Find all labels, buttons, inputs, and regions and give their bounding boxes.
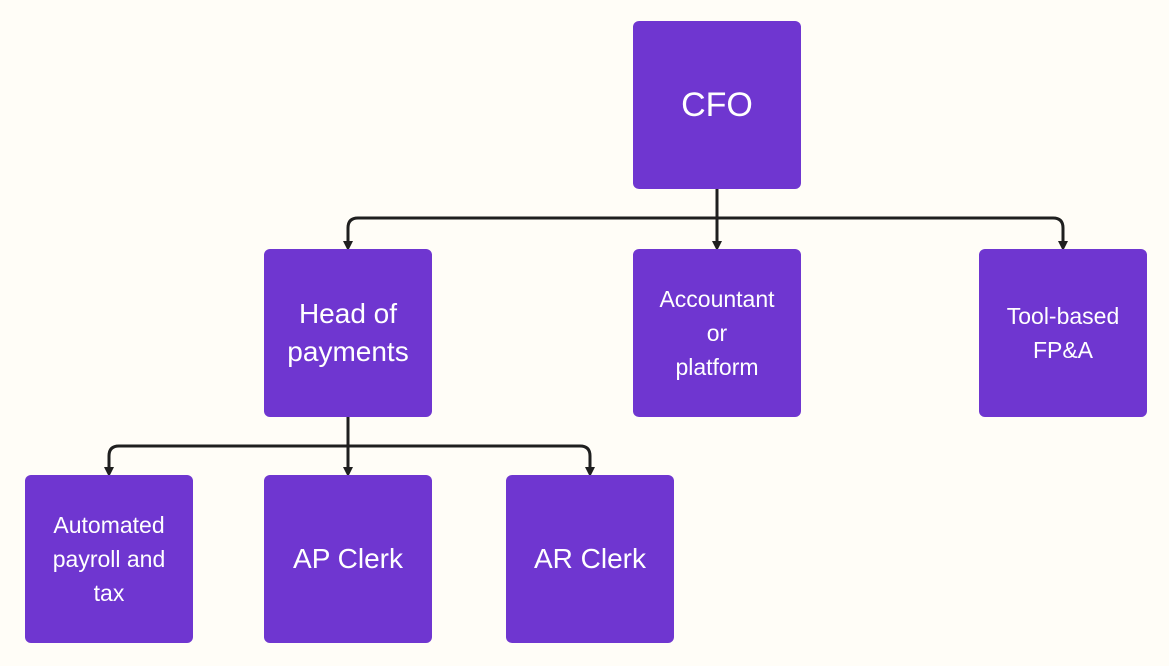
node-head-of-payments: Head of payments xyxy=(264,249,432,417)
node-automated-payroll-and-tax: Automated payroll and tax xyxy=(25,475,193,643)
connector-head-to-ar-clerk xyxy=(346,444,595,477)
connector-head-to-automated-payroll xyxy=(104,444,350,477)
node-tool-based-fpa-label: Tool-based FP&A xyxy=(1006,303,1120,363)
node-accountant-or-platform: Accountant or platform xyxy=(633,249,801,417)
node-automated-payroll-and-tax-label: Automated payroll and tax xyxy=(52,512,166,606)
node-cfo: CFO xyxy=(633,21,801,189)
node-ap-clerk: AP Clerk xyxy=(264,475,432,643)
node-ar-clerk-label: AR Clerk xyxy=(533,543,646,574)
node-ar-clerk: AR Clerk xyxy=(506,475,674,643)
connector-cfo-to-tool-fpa xyxy=(715,216,1068,251)
node-accountant-or-platform-label: Accountant or platform xyxy=(659,286,775,380)
node-ap-clerk-label: AP Clerk xyxy=(293,543,403,574)
node-head-of-payments-label: Head of payments xyxy=(287,298,409,367)
node-cfo-label: CFO xyxy=(681,86,753,124)
connector-cfo-to-head-of-payments xyxy=(343,216,719,251)
node-tool-based-fpa: Tool-based FP&A xyxy=(979,249,1147,417)
